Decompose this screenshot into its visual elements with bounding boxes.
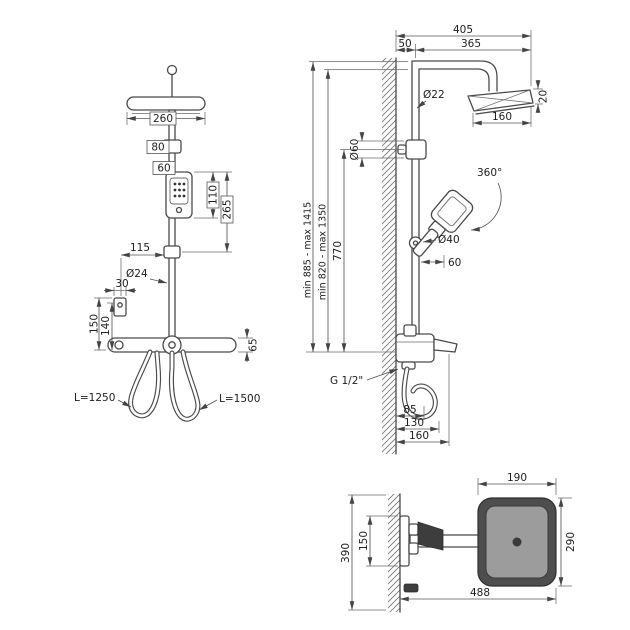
dim-pipe-diameter: Ø22 xyxy=(423,89,445,101)
wall-hatch-side xyxy=(382,58,396,454)
dim-50: 50 xyxy=(398,38,411,50)
dim-height-inner: min 820 - max 1350 xyxy=(318,204,329,300)
dim-140: 140 xyxy=(100,316,112,336)
dim-115: 115 xyxy=(130,242,150,254)
label-thread: G 1/2" xyxy=(330,375,363,387)
outlet-top xyxy=(403,583,419,593)
dim-60-front: 60 xyxy=(157,163,170,175)
dim-130: 130 xyxy=(404,417,424,429)
dim-20: 20 xyxy=(538,90,550,103)
dim-390: 390 xyxy=(340,543,352,563)
dim-290: 290 xyxy=(565,532,577,552)
dim-190: 190 xyxy=(507,472,527,484)
head-stem-top xyxy=(512,537,522,547)
mixer-body-top xyxy=(399,515,410,567)
label-hose-left-length: L=1250 xyxy=(74,392,115,404)
riser-pipe-inner xyxy=(418,68,490,339)
top-ball xyxy=(166,64,178,76)
dim-405: 405 xyxy=(453,24,473,36)
dim-150-front: 150 xyxy=(89,314,101,334)
side-view: 405 50 365 20 160 Ø22 Ø60 360° Ø40 xyxy=(303,24,550,455)
hand-shower-nozzles xyxy=(173,182,186,198)
dim-110: 110 xyxy=(208,185,220,205)
mixer-body-side xyxy=(395,333,435,363)
mixer-handle-side xyxy=(433,338,458,353)
dim-265: 265 xyxy=(222,199,234,219)
dim-365: 365 xyxy=(461,38,481,50)
dim-770: 770 xyxy=(332,241,344,261)
front-view: 260 80 60 110 265 115 Ø24 30 xyxy=(74,64,260,422)
dim-160-bottom: 160 xyxy=(409,430,429,442)
top-view: 190 150 390 290 488 xyxy=(340,472,577,613)
label-rotation: 360° xyxy=(477,167,502,179)
dim-80: 80 xyxy=(151,142,164,154)
diverter-knob-side xyxy=(403,324,417,337)
riser-pipe-outer xyxy=(411,60,498,339)
dim-height-outer: min 885 - max 1415 xyxy=(303,202,314,298)
dim-150-top: 150 xyxy=(358,531,370,551)
label-hose-right-length: L=1500 xyxy=(219,393,260,405)
dim-head-width-front: 260 xyxy=(153,113,173,125)
dim-head-width-side: 160 xyxy=(492,111,512,123)
hose-holder-front xyxy=(163,245,181,259)
dim-488: 488 xyxy=(470,587,490,599)
wall-hatch-top xyxy=(388,494,400,612)
dim-joint-diameter: Ø40 xyxy=(438,234,460,246)
overhead-shower-front xyxy=(126,96,206,111)
dim-30: 30 xyxy=(115,278,128,290)
rotation-arc xyxy=(470,182,502,232)
dim-85: 85 xyxy=(403,404,416,416)
dim-65: 65 xyxy=(248,338,260,351)
diverter-top xyxy=(417,521,444,551)
slider-bracket-side xyxy=(405,139,427,160)
dim-60-side: 60 xyxy=(448,257,461,269)
hand-shower-side xyxy=(412,189,474,257)
dim-pole-diameter: Ø24 xyxy=(126,268,148,280)
